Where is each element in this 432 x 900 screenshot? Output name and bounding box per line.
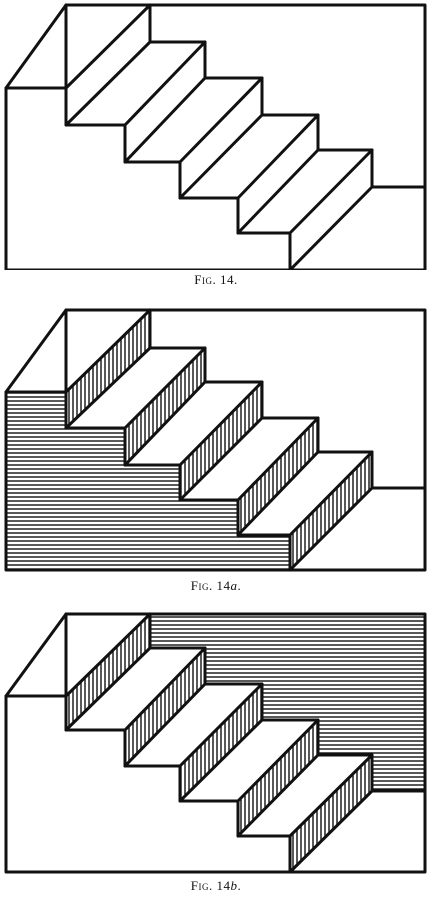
- caption-letter: a: [230, 578, 238, 593]
- caption-letter: b: [230, 878, 238, 893]
- caption-prefix: Fig.: [190, 878, 213, 893]
- staircase-hatched-risers-drawing: [4, 308, 427, 572]
- caption-prefix: Fig.: [190, 578, 213, 593]
- caption-period: .: [237, 878, 242, 893]
- figure-caption: Fig. 14a.: [0, 578, 432, 594]
- caption-prefix: Fig.: [194, 272, 217, 287]
- caption-period: .: [237, 578, 242, 593]
- caption-number: 14: [216, 578, 231, 593]
- caption-number: 14: [216, 878, 231, 893]
- figure-14: Fig. 14.: [0, 0, 432, 296]
- figure-caption: Fig. 14.: [0, 272, 432, 288]
- figure-14b: Fig. 14b.: [0, 608, 432, 900]
- caption-number: 14.: [219, 272, 238, 287]
- figure-caption: Fig. 14b.: [0, 878, 432, 894]
- figure-14a: Fig. 14a.: [0, 300, 432, 600]
- staircase-inverted-reading-drawing: [4, 612, 427, 874]
- staircase-outline-drawing: [4, 3, 427, 270]
